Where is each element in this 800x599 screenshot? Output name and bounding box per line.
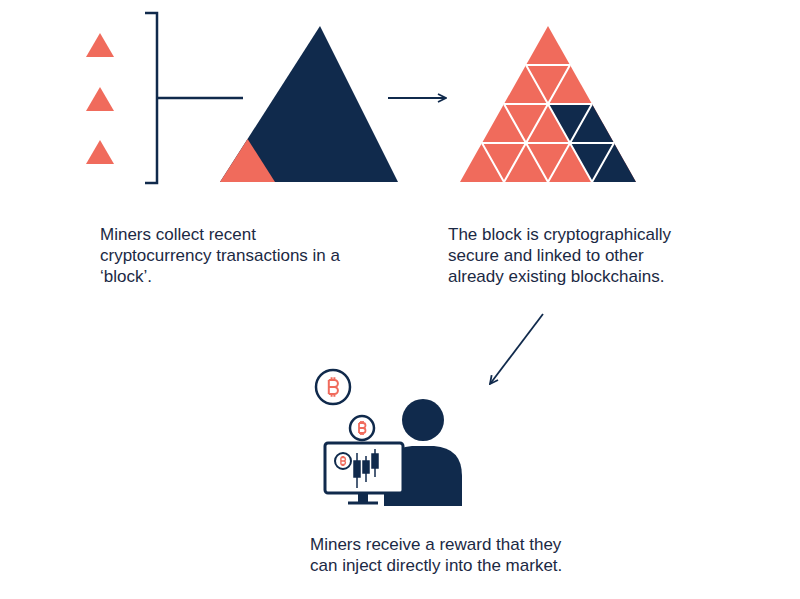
coin-mark <box>359 421 366 435</box>
bracket <box>145 13 243 183</box>
coin-symbol <box>359 421 366 435</box>
coin <box>335 453 351 469</box>
candle-body <box>363 461 369 473</box>
block-fill-triangle <box>220 139 275 182</box>
flow-arrow <box>490 314 543 384</box>
transaction-triangle <box>86 87 114 111</box>
flow-arrow <box>388 97 446 99</box>
transaction-triangle <box>86 140 114 164</box>
coin-symbol <box>341 456 346 466</box>
coin <box>350 416 374 440</box>
miner-head <box>402 399 444 441</box>
coin <box>316 370 350 404</box>
step-group: Miners receive a reward that they can in… <box>306 384 636 596</box>
coin-symbol <box>329 377 338 397</box>
step-group: The block is cryptographically secure an… <box>446 20 700 314</box>
coin-ring <box>350 416 374 440</box>
chain-grid <box>482 65 614 182</box>
coin-ring <box>335 453 351 469</box>
step-group: Miners collect recent cryptocurrency tra… <box>95 10 388 300</box>
monitor <box>325 443 403 493</box>
candle-body <box>372 454 378 468</box>
candle-body <box>354 461 360 477</box>
step-caption: Miners collect recent cryptocurrency tra… <box>100 224 362 287</box>
step-caption: The block is cryptographically secure an… <box>448 224 688 287</box>
monitor-stand <box>358 493 368 502</box>
block-triangle <box>220 26 398 182</box>
monitor-base <box>348 502 378 505</box>
coin-mark <box>329 377 338 397</box>
step-caption: Miners receive a reward that they can in… <box>310 534 572 576</box>
coin-ring <box>316 370 350 404</box>
coin-mark <box>341 456 346 466</box>
chain-triangle <box>460 26 636 182</box>
candles <box>354 449 378 488</box>
transaction-triangle <box>86 33 114 57</box>
